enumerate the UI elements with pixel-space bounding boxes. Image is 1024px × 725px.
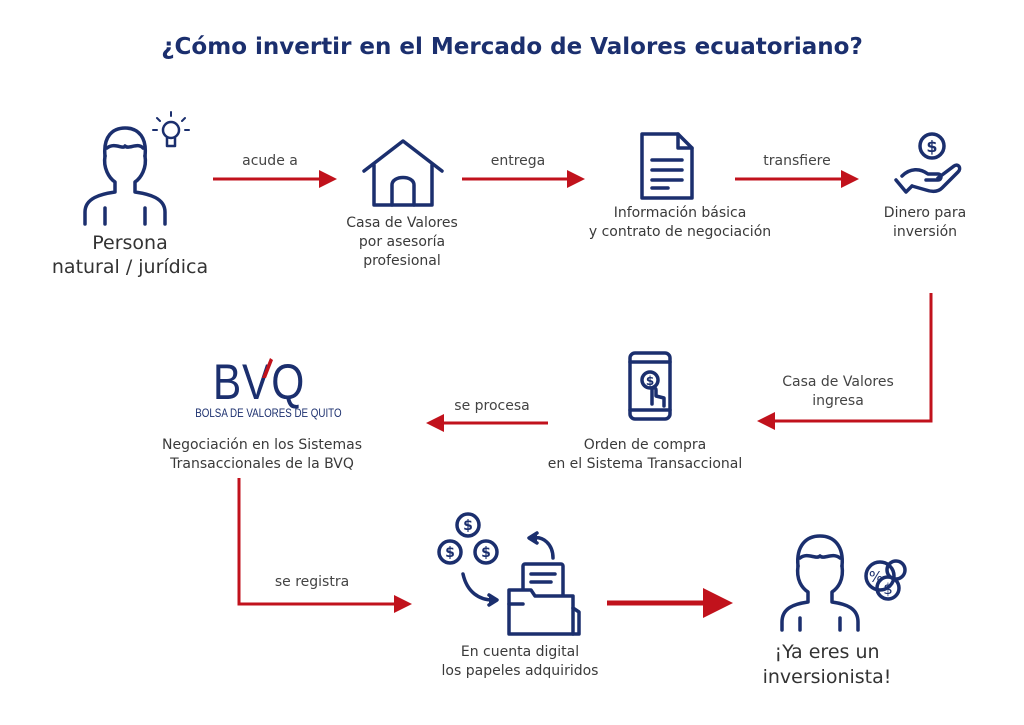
svg-text:$: $ [646, 374, 654, 388]
step-casa-line2: por asesoría [358, 234, 446, 250]
logo-red-flag-icon [262, 358, 273, 378]
svg-text:$: $ [883, 580, 893, 598]
arrow-ingresa [757, 293, 933, 430]
connector-procesa: se procesa [454, 398, 530, 414]
step-casa-line3: profesional [363, 253, 441, 269]
svg-text:$: $ [445, 545, 455, 561]
step-persona-line2: natural / jurídica [51, 256, 209, 278]
step-cuenta-line2: los papeles adquiridos [441, 663, 599, 679]
hand-coin-icon: $ [894, 132, 962, 194]
folder-coins-icon: $ $ $ [437, 512, 581, 636]
house-icon [362, 139, 444, 207]
step-bvq-line1: Negociación en los Sistemas [162, 437, 362, 453]
step-dinero-line2: inversión [892, 224, 958, 240]
person-lightbulb-icon [83, 111, 190, 226]
connector-acude: acude a [242, 153, 298, 169]
step-dinero-line1: Dinero para [883, 205, 967, 221]
connector-ingresa-line1: Casa de Valores [782, 374, 894, 390]
step-bvq-line2: Transaccionales de la BVQ [170, 456, 354, 472]
step-final-line2: inversionista! [762, 666, 892, 688]
step-info-line2: y contrato de negociación [588, 224, 772, 240]
smartphone-tap-icon: $ [628, 351, 672, 421]
step-persona-line1: Persona [92, 232, 168, 254]
step-orden-line2: en el Sistema Transaccional [547, 456, 743, 472]
bvq-logo-name: BOLSA DE VALORES DE QUITO [195, 408, 342, 420]
document-icon [640, 132, 694, 200]
connector-ingresa-line2: ingresa [812, 393, 864, 409]
connector-registra: se registra [274, 574, 350, 590]
investor-person-icon: % $ [780, 534, 907, 632]
connector-entrega: entrega [490, 153, 546, 169]
step-cuenta-line1: En cuenta digital [460, 644, 580, 660]
step-casa-line1: Casa de Valores [346, 215, 458, 231]
bvq-logo: BVQ BOLSA DE VALORES DE QUITO [184, 354, 342, 420]
step-info-line1: Información básica [613, 205, 747, 221]
arrow-registra [237, 478, 412, 613]
svg-text:%: % [869, 568, 883, 586]
step-orden-line1: Orden de compra [583, 437, 707, 453]
bvq-logo-mark: BVQ [212, 354, 306, 410]
svg-text:$: $ [463, 518, 473, 534]
connector-transfiere: transfiere [763, 153, 831, 169]
svg-text:$: $ [481, 545, 491, 561]
step-final-line1: ¡Ya eres un [774, 641, 880, 663]
page-title: ¿Cómo invertir en el Mercado de Valores … [161, 34, 863, 60]
svg-text:$: $ [926, 137, 937, 156]
